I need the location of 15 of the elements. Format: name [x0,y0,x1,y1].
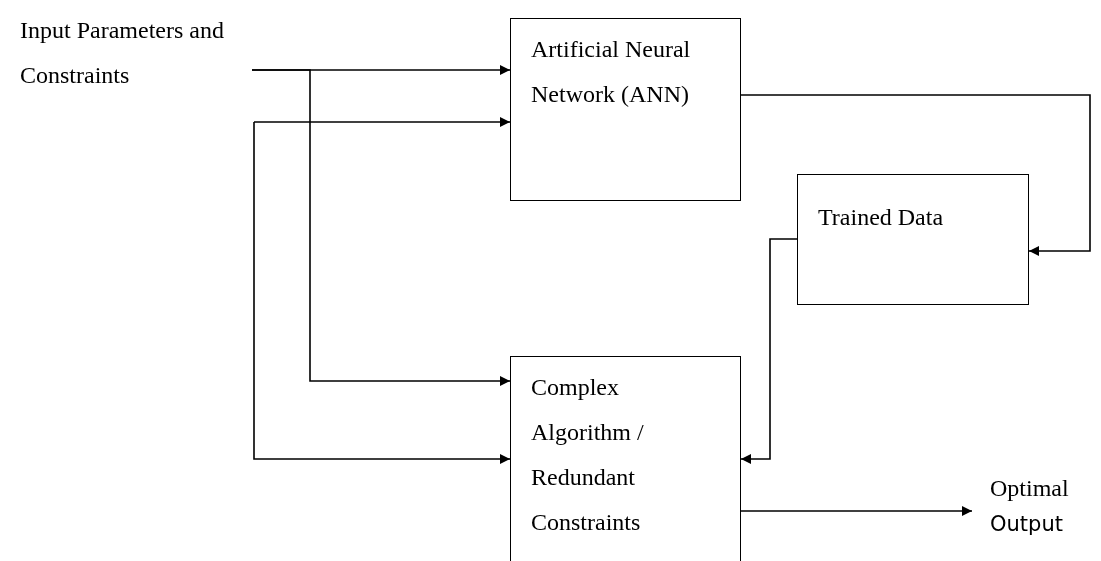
box-label: Trained Data [818,203,944,232]
process-box [510,18,741,201]
box-label: Complex Algorithm / Redundant Constraints [531,373,645,537]
output-label: Optimal [990,474,1069,503]
box-label: Artificial Neural Network (ANN) [531,35,692,109]
arrow [740,506,973,516]
process-box [797,174,1029,305]
input-label: Input Parameters and Constraints [20,16,225,90]
process-box [510,356,741,561]
arrow [251,69,511,386]
arrow [253,117,511,127]
arrow [740,94,1091,256]
output-label: Output [990,511,1063,538]
arrow [253,121,511,464]
arrow [740,238,798,464]
